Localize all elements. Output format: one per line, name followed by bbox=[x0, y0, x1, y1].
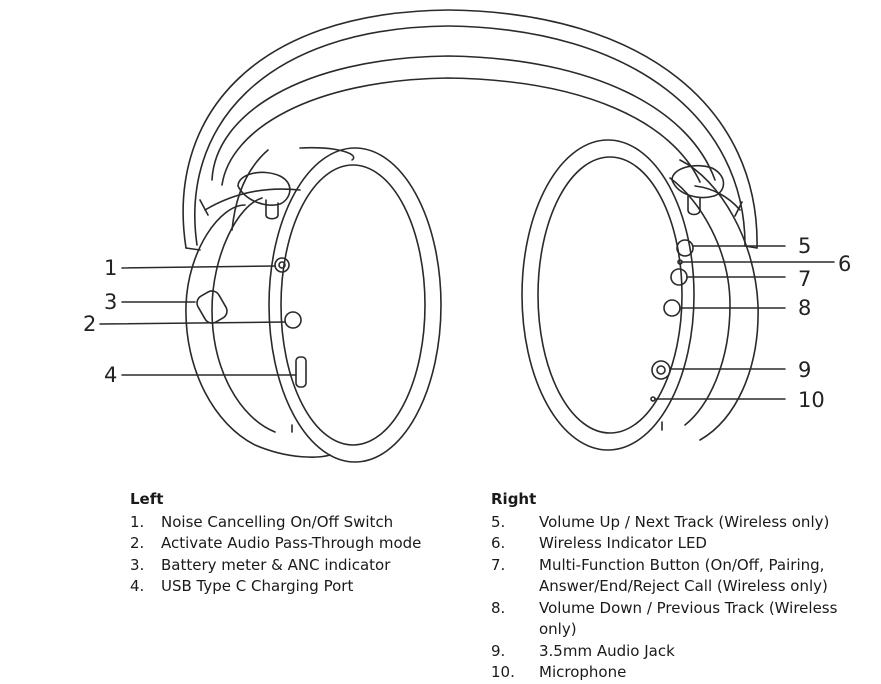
legend-left: Left 1.Noise Cancelling On/Off Switch 2.… bbox=[130, 489, 470, 598]
callout-8: 8 bbox=[798, 296, 812, 320]
left-earcup bbox=[185, 146, 442, 463]
headphones-diagram bbox=[99, 9, 835, 463]
right-earcup bbox=[521, 139, 759, 451]
list-item: 4.USB Type C Charging Port bbox=[130, 577, 354, 595]
legend-left-title: Left bbox=[130, 490, 164, 508]
callout-1: 1 bbox=[104, 256, 118, 280]
list-item: 9.3.5mm Audio Jack bbox=[491, 641, 675, 660]
list-item: 1.Noise Cancelling On/Off Switch bbox=[130, 512, 394, 531]
list-item: 7.Multi-Function Button (On/Off, Pairing… bbox=[491, 555, 828, 596]
legend-right: Right 5.Volume Up / Next Track (Wireless… bbox=[491, 489, 876, 684]
leader-lines bbox=[99, 245, 835, 400]
list-item: 5.Volume Up / Next Track (Wireless only) bbox=[491, 512, 830, 531]
legend-right-title: Right bbox=[491, 490, 537, 508]
list-item: 3.Battery meter & ANC indicator bbox=[130, 555, 391, 574]
callout-3: 3 bbox=[104, 290, 118, 314]
callout-6: 6 bbox=[838, 252, 852, 276]
callout-9: 9 bbox=[798, 358, 812, 382]
callout-7: 7 bbox=[798, 267, 812, 291]
callout-2: 2 bbox=[83, 312, 97, 336]
list-item: 2.Activate Audio Pass-Through mode bbox=[130, 534, 422, 552]
callout-5: 5 bbox=[798, 234, 812, 258]
list-item: 6.Wireless Indicator LED bbox=[491, 534, 707, 552]
headband bbox=[182, 9, 758, 251]
callout-4: 4 bbox=[104, 363, 118, 387]
list-item: 8.Volume Down / Previous Track (Wireless… bbox=[491, 598, 838, 639]
callout-10: 10 bbox=[798, 388, 825, 412]
list-item: 10.Microphone bbox=[491, 663, 627, 681]
